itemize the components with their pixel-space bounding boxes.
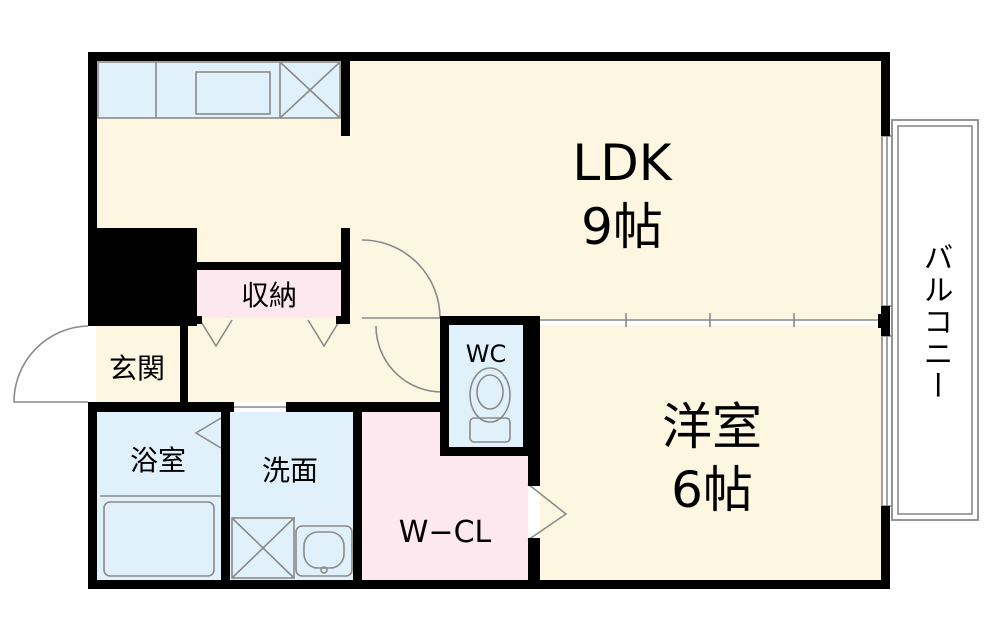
kitchen-sink (195, 71, 271, 115)
wall-ldk-bottom-right (440, 316, 540, 325)
walls (88, 52, 890, 589)
storage-floor (196, 270, 341, 318)
balcony-outline (891, 119, 979, 521)
washer-cross-2 (231, 517, 295, 579)
western-room-name: 洋室 (662, 398, 762, 456)
wall-top (88, 52, 890, 61)
kitchen-counter (98, 62, 340, 118)
pillar-block (97, 228, 197, 326)
toilet-seat (476, 374, 504, 410)
closet-door-swing (527, 483, 568, 541)
ldk-door-swing (361, 239, 441, 319)
wall-bottom (88, 580, 890, 589)
wall-closet-right-upper (528, 316, 540, 486)
balcony-label: バルコニー (918, 242, 953, 402)
toilet-tank (469, 417, 511, 443)
wall-entrance-inner (180, 324, 188, 406)
wall-closet-right-lower (528, 538, 540, 584)
wall-left-upper (88, 52, 97, 326)
hallway-floor (186, 320, 441, 402)
wall-kitchen-stub (341, 60, 350, 136)
wall-washroom-closet (353, 402, 362, 584)
fixtures (13, 61, 979, 579)
wall-hall-bottom-left (88, 402, 234, 412)
fridge-space-cross-2 (279, 61, 341, 119)
bath-label: 浴室 (130, 444, 186, 477)
bathtub (103, 501, 215, 577)
toilet-bowl (469, 367, 511, 423)
wall-hall-bottom-mid (286, 402, 448, 412)
closet-label: W−CL (399, 515, 492, 550)
entrance-door-swing (13, 325, 89, 403)
wall-wc-left (440, 316, 449, 456)
entrance-label: 玄関 (109, 352, 165, 385)
room-labels: LDK 9帖 洋室 6帖 収納 玄関 WC 浴室 洗面 W−CL バルコニー (109, 134, 953, 550)
western-room-size: 6帖 (671, 461, 753, 519)
wall-right-top (881, 52, 890, 136)
wall-storage-top (196, 262, 350, 270)
ldk-room-size: 9帖 (581, 198, 663, 256)
ldk-room-name: LDK (572, 134, 672, 192)
floor-fills (96, 60, 882, 580)
western-room-floor (540, 325, 882, 580)
washer-space (231, 517, 295, 579)
wc-label: WC (466, 340, 507, 368)
storage-door-swing-right (307, 319, 341, 348)
wall-storage-bottom-2 (336, 316, 350, 324)
washroom-floor (230, 412, 353, 580)
wall-storage-bottom (196, 316, 202, 324)
hall-door-swing (375, 325, 443, 393)
bath-door-swing (194, 417, 222, 449)
wash-basin (295, 525, 353, 577)
wall-wc-right (523, 316, 532, 456)
wall-left-lower (88, 402, 97, 589)
kitchen-counter-outline (97, 61, 341, 119)
wall-ldk-door-jamb (341, 228, 350, 324)
entrance-floor (96, 325, 184, 405)
washroom-label: 洗面 (262, 454, 318, 487)
wall-right-bottom (881, 506, 890, 589)
wash-basin-bowl (303, 531, 345, 569)
balcony-inner (897, 125, 973, 515)
wall-bath-washroom (221, 402, 230, 584)
storage-label: 収納 (241, 279, 297, 312)
wall-wc-bottom (440, 447, 530, 456)
wash-basin-drain (320, 566, 328, 574)
wall-ldk-bottom-east (878, 314, 886, 328)
storage-door-swing-left (199, 319, 233, 348)
